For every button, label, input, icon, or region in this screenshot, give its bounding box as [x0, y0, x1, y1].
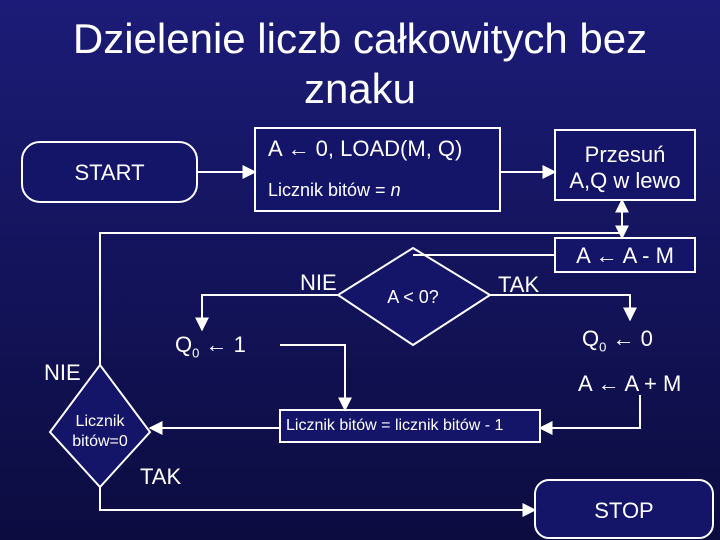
- arrow-yes-stop: [99, 487, 537, 517]
- init-line-1: A ← 0, LOAD(M, Q): [268, 136, 463, 161]
- q0-zero-base: Q: [582, 326, 600, 351]
- arrow-yes-q0-zero: [490, 294, 637, 322]
- q0-zero-assign: ← 0: [612, 326, 653, 351]
- branch-yes-counter: TAK: [140, 464, 182, 489]
- restore-label: A ← A + M: [578, 371, 682, 396]
- counter-decision-label: Licznik bitów=0: [55, 412, 145, 452]
- start-label: START: [74, 160, 145, 185]
- q0-one-base: Q: [175, 332, 193, 357]
- q0-one-assign: ← 1: [205, 332, 246, 357]
- title-line-1: Dzielenie liczb całkowitych bez: [72, 15, 648, 62]
- q0-one-sub: 0: [192, 345, 200, 361]
- init-line-2-var: n: [390, 180, 401, 200]
- branch-no-sign: NIE: [300, 270, 337, 295]
- arrow-no-q0-one: [195, 294, 338, 332]
- q0-one-label: Q0 ← 1: [175, 332, 246, 360]
- arrow-restore-decrement: [538, 395, 641, 435]
- stop-label: STOP: [594, 498, 654, 523]
- init-line-2-prefix: Licznik bitów =: [268, 180, 391, 200]
- decrement-label: Licznik bitów = licznik bitów - 1: [286, 417, 504, 434]
- title-line-2: znaku: [303, 65, 417, 112]
- q0-zero-sub: 0: [599, 339, 607, 355]
- branch-yes-sign: TAK: [498, 272, 540, 297]
- branch-no-counter: NIE: [44, 360, 81, 385]
- sign-decision: [336, 246, 492, 347]
- decrement-box: [279, 409, 541, 443]
- shift-line-2: A,Q w lewo: [569, 168, 681, 193]
- init-line-2: Licznik bitów = n: [268, 180, 401, 201]
- loop-no-shift: [99, 198, 629, 365]
- init-box: [254, 127, 501, 212]
- shift-line-1: Przesuń: [584, 142, 666, 167]
- q0-zero-label: Q0 ← 0: [582, 326, 653, 354]
- shift-label: Przesuń A,Q w lewo: [555, 142, 695, 194]
- sign-decision-label: A < 0?: [387, 287, 439, 307]
- subtract-label: A ← A - M: [576, 243, 674, 268]
- line-merge: [280, 344, 352, 412]
- counter-line-1: Licznik: [75, 413, 125, 430]
- counter-line-2: bitów=0: [72, 433, 128, 450]
- slide-title: Dzielenie liczb całkowitych bez znaku: [0, 14, 720, 114]
